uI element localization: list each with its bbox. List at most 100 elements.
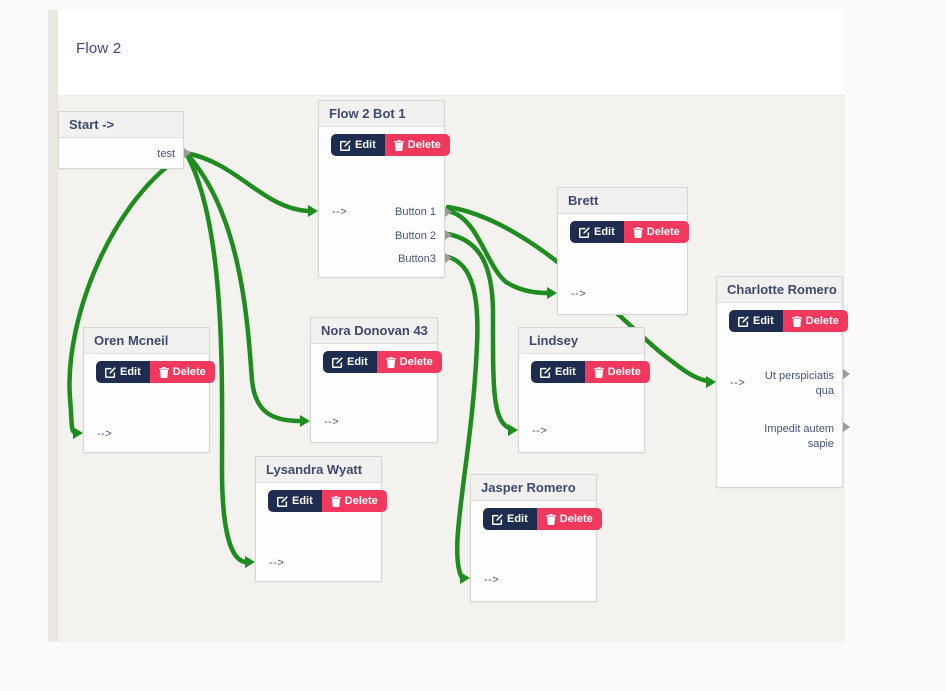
node-oren-actions: Edit Delete xyxy=(96,361,215,383)
delete-button[interactable]: Delete xyxy=(584,361,650,383)
edit-button[interactable]: Edit xyxy=(96,361,150,383)
node-jasper-input-label: --> xyxy=(484,574,500,586)
delete-label: Delete xyxy=(172,366,206,378)
trash-icon xyxy=(593,366,604,378)
node-oren-title: Oren Mcneil xyxy=(94,333,169,348)
node-charlotte-output-2: Impedit autem sapie xyxy=(764,423,834,450)
left-edge-strip xyxy=(48,10,58,642)
node-charlotte-input-label: --> xyxy=(730,377,746,389)
edit-label: Edit xyxy=(594,226,615,238)
edit-label: Edit xyxy=(355,139,376,151)
node-lindsey-actions: Edit Delete xyxy=(531,361,650,383)
node-flow2bot1-header[interactable]: Flow 2 Bot 1 xyxy=(319,101,444,127)
edit-label: Edit xyxy=(120,366,141,378)
node-charlotte-output-port-2[interactable] xyxy=(843,422,850,432)
node-charlotte-output-port-1[interactable] xyxy=(843,369,850,379)
node-flow2bot1-output-button2: Button 2 xyxy=(395,230,436,242)
node-lysandra-title: Lysandra Wyatt xyxy=(266,462,363,477)
edit-label: Edit xyxy=(555,366,576,378)
flow-title: Flow 2 xyxy=(76,40,122,57)
edit-label: Edit xyxy=(292,495,313,507)
pencil-icon xyxy=(277,495,288,507)
node-flow2bot1-output-button3: Button3 xyxy=(398,253,436,265)
node-oren-header[interactable]: Oren Mcneil xyxy=(84,328,209,354)
delete-label: Delete xyxy=(407,139,441,151)
node-oren-input-label: --> xyxy=(97,428,113,440)
pencil-icon xyxy=(738,315,749,327)
node-flow2bot1-output-port-1[interactable] xyxy=(445,207,452,217)
delete-button[interactable]: Delete xyxy=(536,508,602,530)
pencil-icon xyxy=(492,513,503,525)
node-lysandra-actions: Edit Delete xyxy=(268,490,387,512)
delete-label: Delete xyxy=(805,315,839,327)
trash-icon xyxy=(330,495,341,507)
trash-icon xyxy=(393,139,404,151)
node-start-header[interactable]: Start -> xyxy=(59,112,183,138)
delete-label: Delete xyxy=(607,366,641,378)
pencil-icon xyxy=(105,366,116,378)
node-lindsey-header[interactable]: Lindsey xyxy=(519,328,644,354)
node-charlotte-header[interactable]: Charlotte Romero xyxy=(717,277,842,303)
node-lysandra[interactable]: Lysandra Wyatt Edit Delete --> xyxy=(255,456,387,582)
pencil-icon xyxy=(579,226,590,238)
node-lindsey-input-label: --> xyxy=(532,425,548,437)
trash-icon xyxy=(632,226,643,238)
node-lindsey-title: Lindsey xyxy=(529,333,579,348)
node-jasper-header[interactable]: Jasper Romero xyxy=(471,475,596,501)
node-start-title: Start -> xyxy=(69,117,115,132)
node-flow2bot1-output-port-2[interactable] xyxy=(445,230,452,240)
node-brett[interactable]: Brett Edit Delete --> xyxy=(557,187,689,315)
node-lysandra-input-label: --> xyxy=(269,557,285,569)
pencil-icon xyxy=(540,366,551,378)
node-charlotte-actions: Edit Delete xyxy=(729,310,848,332)
node-flow2bot1[interactable]: Flow 2 Bot 1 Edit Delete --> Button 1 Bu… xyxy=(318,100,452,278)
trash-icon xyxy=(791,315,802,327)
delete-button[interactable]: Delete xyxy=(376,351,442,373)
node-nora-actions: Edit Delete xyxy=(323,351,442,373)
node-start-output-label: test xyxy=(157,148,175,160)
node-start-output-port[interactable] xyxy=(184,148,191,158)
node-charlotte-title: Charlotte Romero xyxy=(727,282,837,297)
edit-button[interactable]: Edit xyxy=(323,351,377,373)
edit-button[interactable]: Edit xyxy=(531,361,585,383)
node-flow2bot1-actions: Edit Delete xyxy=(331,134,450,156)
node-brett-header[interactable]: Brett xyxy=(558,188,687,214)
delete-button[interactable]: Delete xyxy=(623,221,689,243)
edit-button[interactable]: Edit xyxy=(268,490,322,512)
node-nora-header[interactable]: Nora Donovan 43 xyxy=(311,318,437,344)
node-flow2bot1-output-port-3[interactable] xyxy=(445,253,452,263)
edit-button[interactable]: Edit xyxy=(729,310,783,332)
node-flow2bot1-output-button1: Button 1 xyxy=(395,206,436,218)
delete-button[interactable]: Delete xyxy=(321,490,387,512)
pencil-icon xyxy=(340,139,351,151)
edit-label: Edit xyxy=(347,356,368,368)
delete-label: Delete xyxy=(344,495,378,507)
node-lysandra-header[interactable]: Lysandra Wyatt xyxy=(256,457,381,483)
edit-label: Edit xyxy=(507,513,528,525)
edit-button[interactable]: Edit xyxy=(483,508,537,530)
delete-label: Delete xyxy=(399,356,433,368)
node-flow2bot1-input-label: --> xyxy=(332,206,348,218)
delete-label: Delete xyxy=(559,513,593,525)
node-jasper-title: Jasper Romero xyxy=(481,480,576,495)
node-nora[interactable]: Nora Donovan 43 Edit Delete --> xyxy=(310,317,442,443)
node-charlotte-output-1: Ut perspiciatis qua xyxy=(764,370,834,397)
delete-button[interactable]: Delete xyxy=(782,310,848,332)
delete-label: Delete xyxy=(646,226,680,238)
node-jasper[interactable]: Jasper Romero Edit Delete --> xyxy=(470,474,602,602)
node-oren[interactable]: Oren Mcneil Edit Delete --> xyxy=(83,327,215,453)
edit-button[interactable]: Edit xyxy=(331,134,385,156)
trash-icon xyxy=(158,366,169,378)
node-brett-title: Brett xyxy=(568,193,599,208)
edit-button[interactable]: Edit xyxy=(570,221,624,243)
node-jasper-actions: Edit Delete xyxy=(483,508,602,530)
delete-button[interactable]: Delete xyxy=(384,134,450,156)
delete-button[interactable]: Delete xyxy=(149,361,215,383)
node-start[interactable]: Start -> test xyxy=(58,111,191,169)
trash-icon xyxy=(385,356,396,368)
node-nora-title: Nora Donovan 43 xyxy=(321,323,428,338)
node-lindsey[interactable]: Lindsey Edit Delete --> xyxy=(518,327,650,453)
node-nora-input-label: --> xyxy=(324,416,340,428)
node-charlotte[interactable]: Charlotte Romero Edit Delete --> Ut pers… xyxy=(716,276,850,488)
